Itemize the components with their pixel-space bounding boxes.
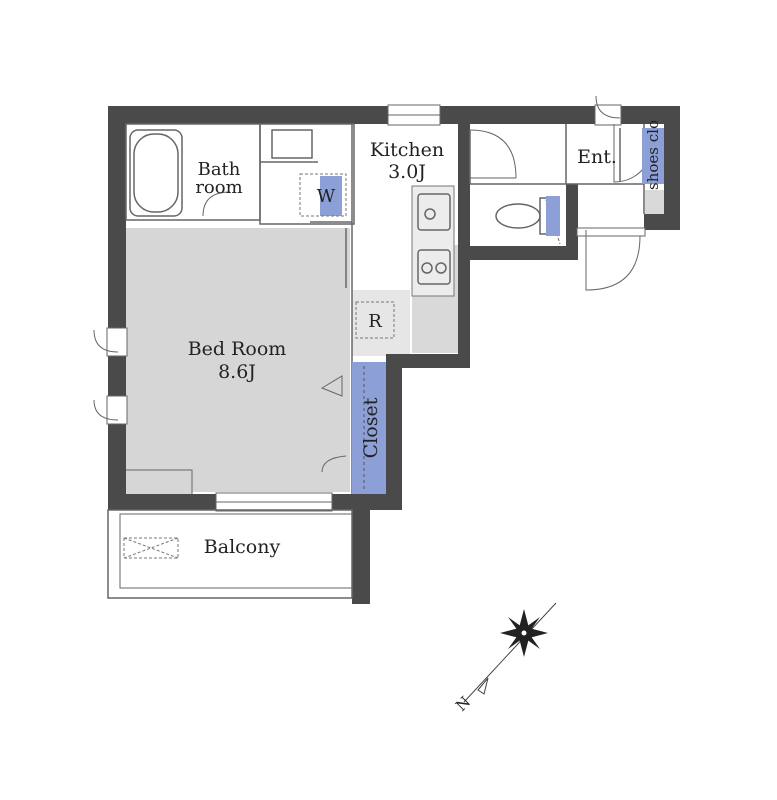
wall-entrance-bottom [644,214,680,230]
wall-closet-right [386,354,402,510]
room-labels: Bath room Kitchen 3.0J Ent. shoes clo W … [188,120,662,558]
bathtub-rim [129,129,183,217]
shoes-closet [642,128,664,184]
wall-balcony-post [352,494,370,604]
closet-label: Closet [360,397,382,458]
fridge-label: R [368,311,382,332]
window-left-2 [106,395,128,425]
bath-label-line1: Bath [198,159,241,180]
wall-kitchen-bottom [386,354,470,368]
storage [320,128,664,494]
compass: N [452,602,557,715]
closet-area [352,362,386,494]
washer-label: W [317,186,336,207]
toilet-bowl [495,203,541,229]
bedroom-size: 8.6J [218,361,256,383]
north-arrow-icon [477,677,489,695]
washer-box [299,173,347,217]
bath-label-line2: room [195,177,242,198]
entrance-label: Ent. [577,146,617,168]
washer-space [320,176,342,216]
balcony-label: Balcony [204,536,281,558]
kitchen-stove [417,249,451,285]
floor-fills [126,185,665,494]
bedroom-label: Bed Room [188,338,287,360]
wash-basin [271,129,313,159]
kitchen-side-strip [352,290,410,356]
toilet-storage [546,196,560,236]
bedroom-floor-notch [126,470,192,494]
wall-left [108,106,126,510]
bedroom-floor [126,228,350,492]
wall-toilet-right [566,184,578,260]
kitchen-counter [411,185,455,297]
kitchen-label: Kitchen [370,139,444,161]
door-gap-toilet [576,227,646,237]
balcony-unit [123,537,179,559]
shoes-closet-label: shoes clo [644,120,662,190]
appliance-spaces [123,173,395,559]
kitchen-sink [417,193,451,231]
wall-right [664,106,680,230]
kitchen-size: 3.0J [388,161,426,183]
wash-area [259,123,355,225]
wall-openings [106,104,646,512]
entry-door-gap [594,104,622,126]
compass-rose-icon [500,609,548,657]
window-left-1 [106,327,128,357]
fridge-box [355,301,395,339]
wall-toilet-bottom [458,246,578,260]
compass-needle-line [463,602,557,703]
entrance-floor [645,190,665,214]
north-label: N [452,693,474,715]
bathtub-basin [133,133,179,213]
wall-kitchen-right [458,124,470,368]
